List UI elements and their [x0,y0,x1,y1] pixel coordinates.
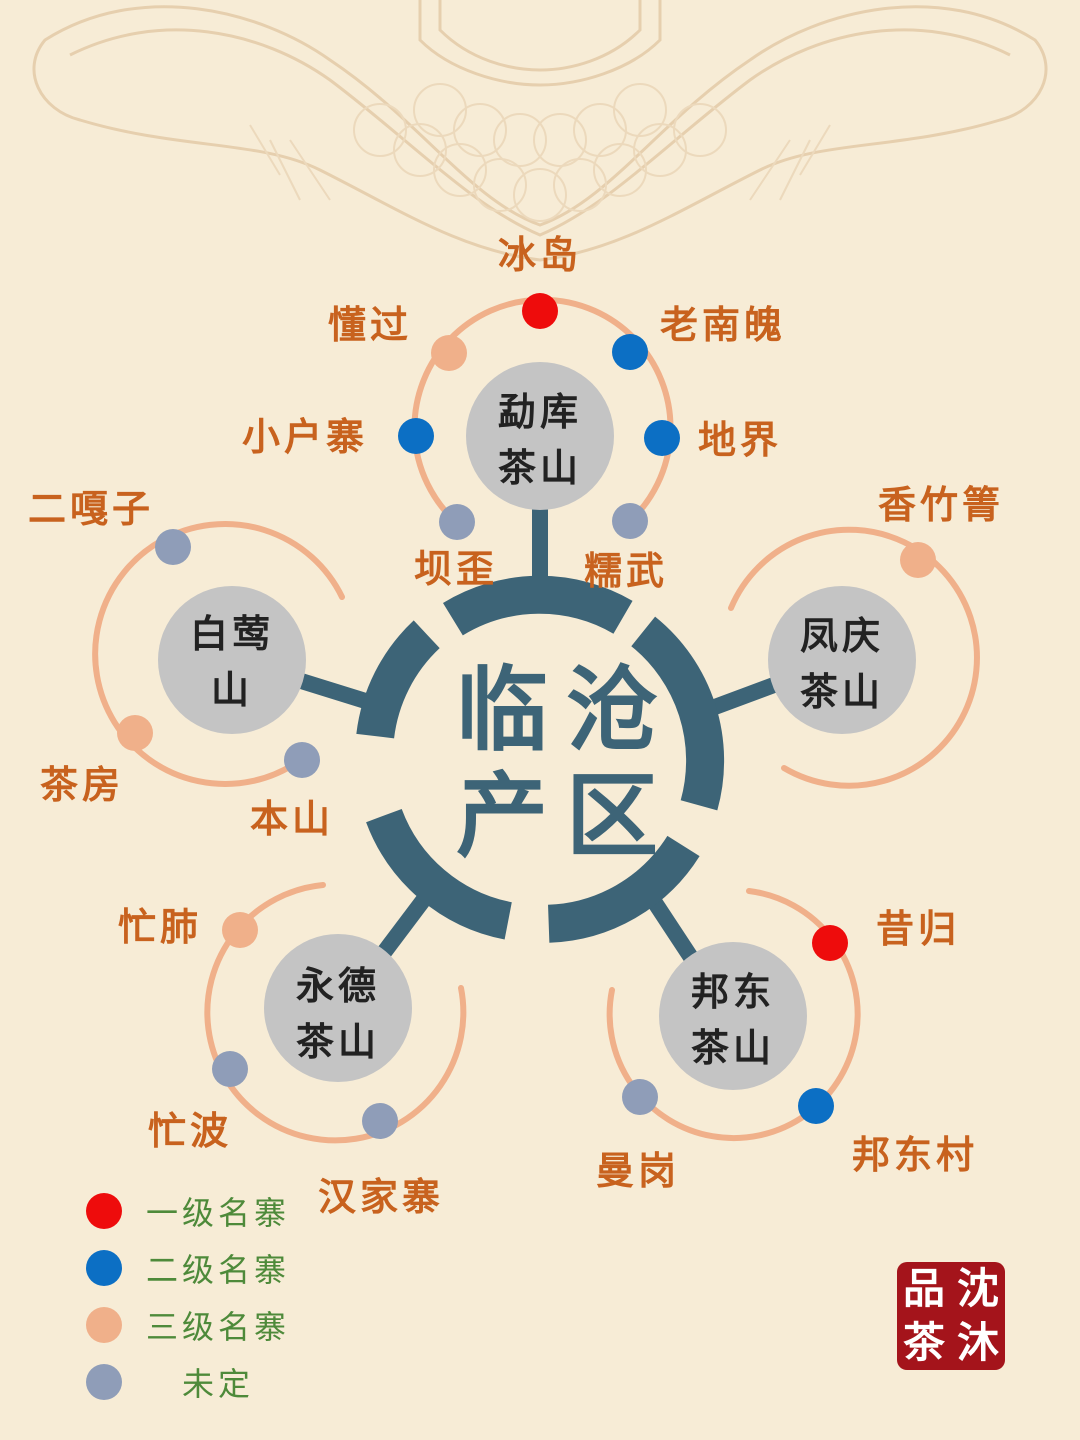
village-label-chafang: 茶房 [40,762,125,807]
mountain-fengqing: 凤庆 茶山 [768,608,916,720]
bangdong-mountain-circle [659,942,807,1090]
legend-dot-first-grade [86,1192,122,1229]
village-label-dijie: 地界 [698,417,783,462]
village-dot-nuowu [612,503,648,539]
village-dot-laonanpo [612,334,648,370]
village-label-bingdao: 冰岛 [498,232,583,277]
legend-label-undetermined: 未定 [182,1364,255,1403]
fengqing-orbit-arc [728,526,980,789]
village-dot-ergazi [155,529,191,565]
village-dot-bingdao [522,293,558,329]
village-label-manggang: 曼岗 [596,1148,681,1193]
seal-char-4: 沐 [956,1318,999,1367]
village-label-xiangzhuqing: 香竹箐 [878,482,1005,527]
village-dot-dijie [644,420,680,456]
mountain-circles [158,362,916,1090]
seal-char-2: 沈 [956,1264,999,1313]
village-label-ergazi: 二嘎子 [28,486,155,531]
seal-char-3: 茶 [902,1318,945,1367]
fengqing-mountain-circle [768,586,916,734]
village-label-dongguo: 懂过 [328,302,413,347]
mountain-bangdong-line2: 茶山 [690,1025,775,1070]
seal-logo: 品 沈 茶 沐 [897,1262,1005,1370]
mountain-bangdong: 邦东 茶山 [659,964,807,1076]
village-dot-hanjiazhai [362,1103,398,1139]
village-label-benshan: 本山 [250,796,335,841]
village-dot-benshan [284,742,320,778]
village-label-nuowu: 糯武 [584,548,669,593]
center-title-line1: 临沧 [456,656,677,764]
village-label-mangfei: 忙肺 [118,904,203,949]
mountain-yongde: 永德 茶山 [264,958,412,1070]
legend-item-undetermined: 未定 [86,1353,290,1410]
village-label-hanjiazhai: 汉家寨 [318,1174,445,1219]
legend-label-first-grade: 一级名寨 [146,1193,291,1232]
mountain-yongde-line2: 茶山 [295,1019,380,1064]
village-dot-chafang [117,715,153,751]
village-dot-mangbo [212,1051,248,1087]
village-label-bangdongcun: 邦东村 [852,1132,979,1177]
legend-item-third-grade: 三级名寨 [86,1296,290,1353]
legend-label-second-grade: 二级名寨 [146,1250,291,1289]
mountain-fengqing-line1: 凤庆 [799,613,884,658]
legend-dot-third-grade [86,1306,122,1343]
village-label-mangbo: 忙波 [148,1108,233,1153]
village-dot-dongguo [431,335,467,371]
mountain-baiying: 白莺 山 [158,606,306,718]
mountain-mengku-line1: 勐库 [497,389,582,434]
village-dot-mangfei [222,912,258,948]
village-dot-bawai [439,504,475,540]
village-label-laonanpo: 老南魄 [660,302,787,347]
village-dot-bangdongcun [798,1088,834,1124]
village-dot-xiangzhuqing [900,542,936,578]
village-label-xigui: 昔归 [876,906,961,951]
yongde-mountain-circle [264,934,412,1082]
legend-label-third-grade: 三级名寨 [146,1307,291,1346]
legend-dot-second-grade [86,1249,122,1286]
baiying-mountain-circle [158,586,306,734]
village-dot-xiaohuzhai [398,418,434,454]
center-title-line2: 产区 [456,762,677,870]
village-label-xiaohuzhai: 小户寨 [242,414,369,459]
village-dot-manggang [622,1079,658,1115]
mountain-baiying-line1: 白莺 [189,611,274,656]
mengku-mountain-circle [466,362,614,510]
mountain-mengku: 勐库 茶山 [466,384,614,496]
baiying-orbit-arc [92,521,345,787]
mountain-fengqing-line2: 茶山 [799,669,884,714]
decorative-lace-pattern [32,0,1048,262]
legend-item-first-grade: 一级名寨 [86,1182,290,1239]
mountain-mengku-line2: 茶山 [497,445,582,490]
legend-item-second-grade: 二级名寨 [86,1239,290,1296]
center-ring [356,575,725,943]
village-dot-xigui [812,925,848,961]
seal-char-1: 品 [902,1264,945,1313]
mountain-baiying-line2: 山 [210,667,253,712]
village-dots [117,293,936,1139]
mountain-bangdong-line1: 邦东 [690,969,775,1014]
mountain-yongde-line1: 永德 [295,963,380,1008]
legend: 一级名寨 二级名寨 三级名寨 未定 [86,1182,290,1410]
village-label-bawai: 坝歪 [414,546,499,591]
legend-dot-undetermined [86,1363,122,1400]
